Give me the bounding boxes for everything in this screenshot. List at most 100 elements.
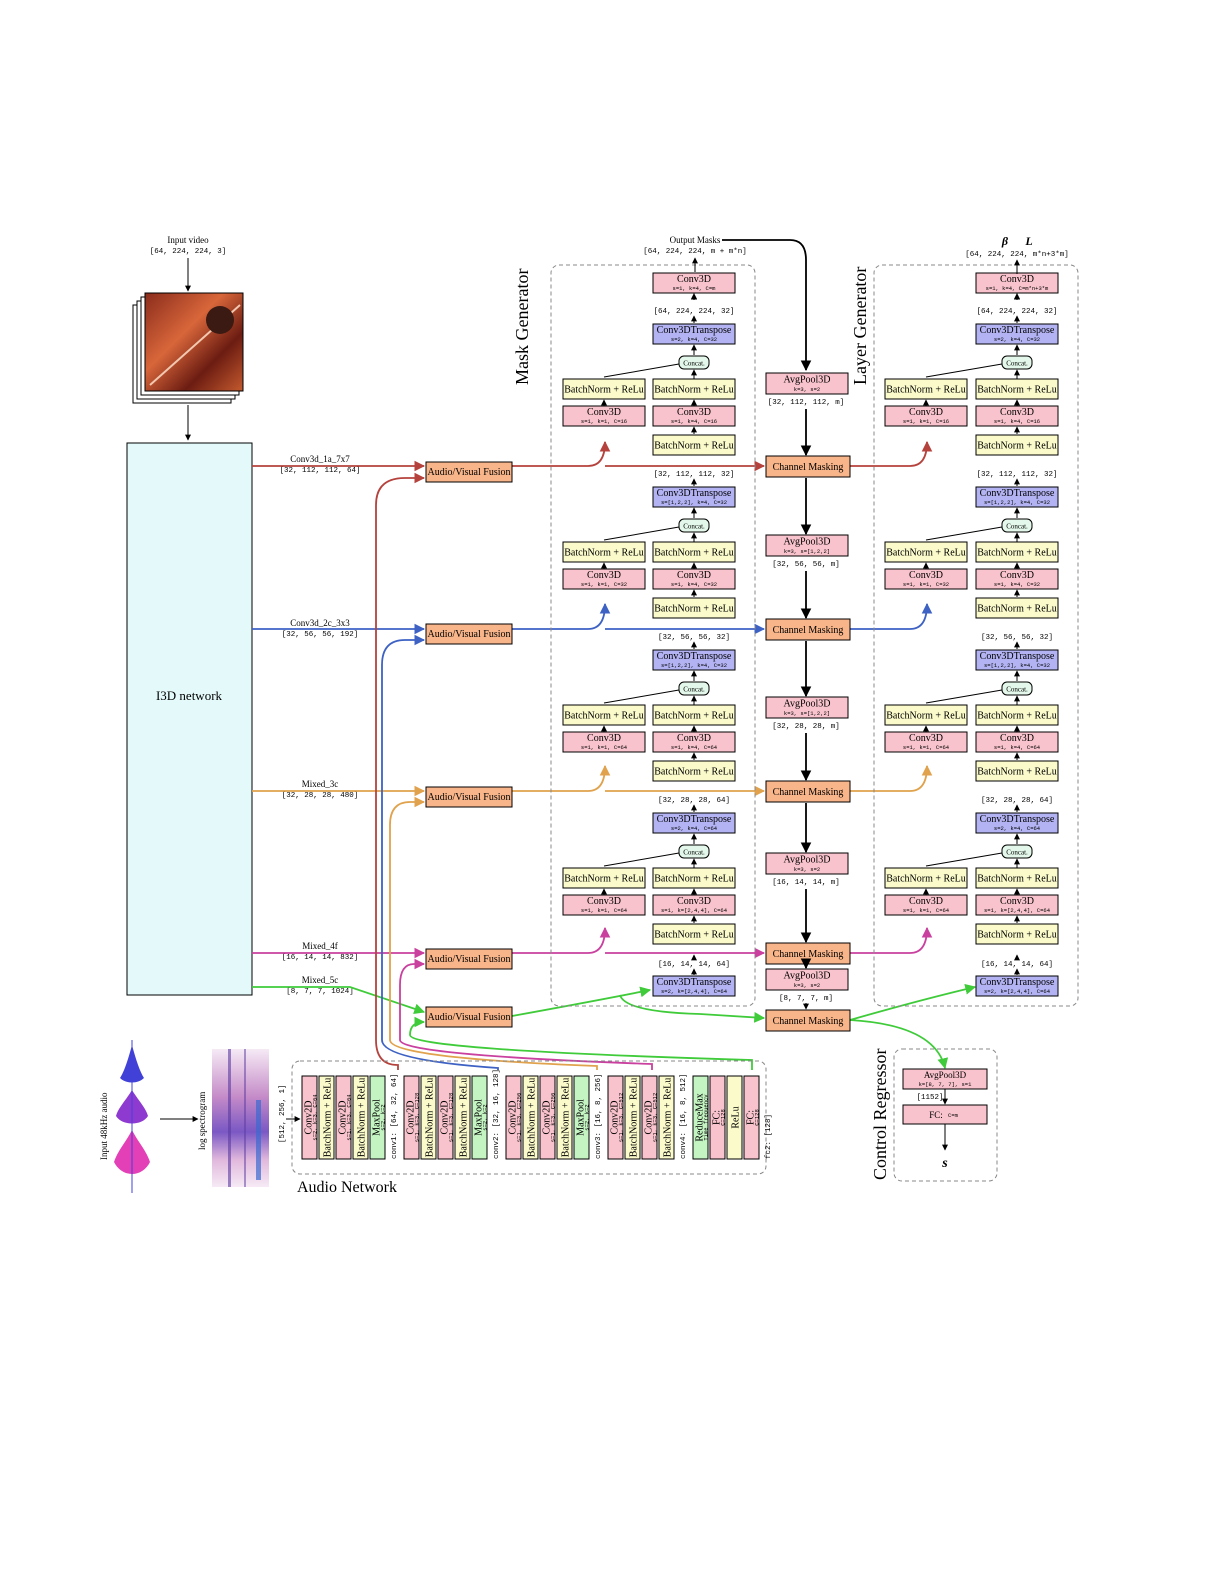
right-bn-relu-4-title: BatchNorm + ReLu — [977, 874, 1057, 885]
audio-block-title-5: MaxPool — [372, 1099, 383, 1136]
svg-text:C=m: C=m — [948, 1112, 959, 1119]
audio-network-title: Audio Network — [297, 1179, 397, 1196]
svg-text:k=[8, 7, 7], s=1: k=[8, 7, 7], s=1 — [919, 1081, 973, 1088]
fusion-block-4: Audio/Visual Fusion — [425, 948, 513, 970]
channel-masking-2-title: Channel Masking — [773, 625, 844, 636]
right-conv3d-2-param: s=1, k=4, C=32 — [994, 581, 1040, 588]
path-red-mask-out — [850, 440, 933, 467]
path-magenta-mask-out — [850, 926, 933, 954]
conv3dtranspose-1-param: s=2, k=4, C=32 — [671, 336, 717, 343]
tap-label-3: Mixed_3c — [302, 779, 339, 789]
audio-block-10: BatchNorm + ReLu — [454, 1075, 471, 1160]
bottom-bn-relu-4-title: BatchNorm + ReLu — [977, 930, 1057, 941]
avgpool3d-2-param: k=3, s=[1,2,2] — [784, 548, 830, 555]
concat-label-4: Concat. — [683, 849, 705, 857]
svg-text:Audio/Visual Fusion: Audio/Visual Fusion — [427, 467, 510, 478]
audio-block-param-13: s=1, k=3, C=256 — [516, 1093, 523, 1143]
left-bn-relu-1-title: BatchNorm + ReLu — [564, 385, 644, 396]
conv3dtranspose-1-title: Conv3DTranspose — [980, 325, 1055, 336]
channel-masking-3-title: Channel Masking — [773, 787, 844, 798]
audio-block-param-17: s=2, k=2 — [584, 1104, 591, 1130]
audio-block-title-26: ReLu — [731, 1106, 742, 1128]
left-bn-relu-3: BatchNorm + ReLu — [562, 704, 646, 726]
control-dims: [1152] — [916, 1094, 943, 1102]
output-masks-dims: [64, 224, 224, m + m*n] — [643, 248, 747, 256]
avgpool3d-4-title: AvgPool3D — [783, 855, 830, 866]
right-bn-relu-1-title: BatchNorm + ReLu — [654, 385, 734, 396]
spectrogram-label: log spectrogram — [197, 1092, 207, 1150]
left-conv3d-4-title: Conv3D — [909, 896, 943, 907]
avgpool3d-4-param: k=3, s=2 — [794, 866, 820, 873]
right-conv3d-4-title: Conv3D — [1000, 896, 1034, 907]
avgpool3d-5-title: AvgPool3D — [783, 971, 830, 982]
audio-block-title-15: Conv2D — [542, 1101, 553, 1135]
video-frames-stack — [132, 292, 244, 404]
right-conv3d-3-param: s=1, k=4, C=64 — [994, 744, 1041, 751]
left-bn-relu-4-title: BatchNorm + ReLu — [886, 874, 966, 885]
concat-label-4: Concat. — [1006, 849, 1028, 857]
avgpool-dims-5: [8, 7, 7, m] — [779, 995, 833, 1003]
final-conv3d-param: s=1, k=4, C=m — [673, 285, 717, 292]
avgpool3d-2-title: AvgPool3D — [783, 537, 830, 548]
avgpool-dims-1: [32, 112, 112, m] — [768, 399, 845, 407]
final-conv3d-title: Conv3D — [677, 274, 711, 285]
avgpool-dims-2: [32, 56, 56, m] — [772, 561, 840, 569]
audio-block-18: conv3: [16, 8, 256] — [595, 1073, 603, 1159]
right-conv3d-4-param: s=1, k=[2,4,4], C=64 — [984, 907, 1051, 914]
conv3dtranspose-1-title: Conv3DTranspose — [657, 325, 732, 336]
final-conv3d-param: s=1, k=4, C=m*n+3*m — [986, 285, 1049, 292]
audio-block-title-25: FC: — [712, 1110, 723, 1125]
path-orange-mask-out — [850, 764, 933, 792]
conv3dtranspose-3-title: Conv3DTranspose — [980, 651, 1055, 662]
input-video-label: Input video — [167, 235, 209, 245]
audio-block-param-21: s=1, k=3, C=512 — [652, 1093, 659, 1143]
left-conv3d-2-param: s=1, k=1, C=32 — [581, 581, 627, 588]
tap-dims-3: [32, 28, 28, 480] — [282, 792, 359, 800]
audio-block-title-9: Conv2D — [440, 1101, 451, 1135]
right-conv3d-3-title: Conv3D — [1000, 733, 1034, 744]
audio-input-label: Input 48kHz audio — [99, 1092, 109, 1160]
left-bn-relu-3-title: BatchNorm + ReLu — [886, 711, 966, 722]
svg-text:FC:: FC: — [929, 1110, 943, 1120]
right-bn-relu-2-title: BatchNorm + ReLu — [977, 548, 1057, 559]
output-masks-label: Output Masks — [670, 235, 721, 245]
audio-input-dims: [512, 256, 1] — [279, 1084, 287, 1143]
audio-block-26: ReLu — [726, 1075, 743, 1160]
input-video-dims: [64, 224, 224, 3] — [150, 248, 227, 256]
mask-generator-title: Mask Generator — [512, 269, 532, 385]
output-l-label: L — [1024, 234, 1032, 248]
bottom-bn-relu-2-title: BatchNorm + ReLu — [977, 604, 1057, 615]
avgpool-dims-4: [16, 14, 14, m] — [772, 879, 840, 887]
avgpool-dims-3: [32, 28, 28, m] — [772, 723, 840, 731]
concat-1: Concat. — [678, 355, 710, 370]
concat-4: Concat. — [678, 844, 710, 859]
i3d-network-label: I3D network — [156, 688, 223, 703]
svg-text:Audio/Visual Fusion: Audio/Visual Fusion — [427, 1012, 510, 1023]
output-masks-route — [722, 239, 812, 372]
audio-block-param-3: s=1, k=3, C=64 — [346, 1094, 353, 1141]
stage-dims-4: [32, 28, 28, 64] — [981, 797, 1053, 805]
audio-waveform — [114, 1040, 150, 1193]
concat-label-3: Concat. — [683, 686, 705, 694]
stage-dims-3: [32, 56, 56, 32] — [981, 634, 1053, 642]
audio-block-title-4: BatchNorm + ReLu — [357, 1078, 368, 1158]
right-conv3d-2-param: s=1, k=4, C=32 — [671, 581, 717, 588]
bottom-bn-relu-4: BatchNorm + ReLu — [975, 923, 1059, 945]
control-avgpool: AvgPool3D k=[8, 7, 7], s=1 — [902, 1068, 988, 1090]
audio-block-param-15: s=1, k=3, C=256 — [550, 1093, 557, 1143]
stage-dims-2: [32, 112, 112, 32] — [653, 471, 734, 479]
conv3dtranspose-2-param: s=[1,2,2], k=4, C=32 — [984, 499, 1050, 506]
right-bn-relu-3-title: BatchNorm + ReLu — [977, 711, 1057, 722]
tap-label-1: Conv3d_1a_7x7 — [290, 454, 350, 464]
channel-masking-5-title: Channel Masking — [773, 1016, 844, 1027]
